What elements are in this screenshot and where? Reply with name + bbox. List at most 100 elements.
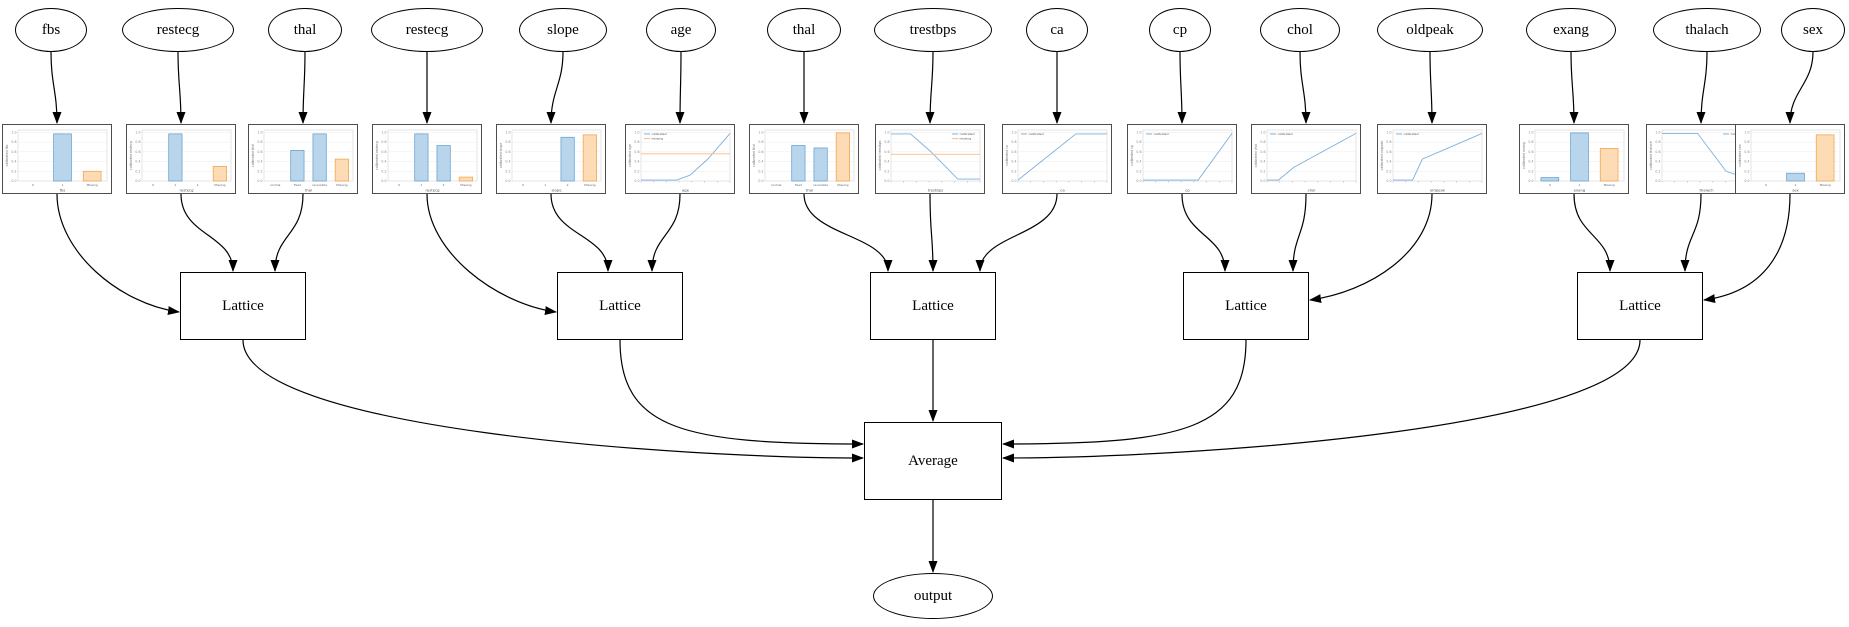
svg-text:0: 0: [152, 183, 154, 187]
svg-text:0.8: 0.8: [11, 140, 16, 144]
svg-text:0.2: 0.2: [11, 169, 16, 173]
svg-text:1.0: 1.0: [634, 130, 639, 134]
svg-text:chol: chol: [1307, 187, 1315, 192]
svg-text:0.8: 0.8: [381, 140, 386, 144]
svg-text:restecg: restecg: [425, 187, 440, 192]
svg-text:0.0: 0.0: [11, 179, 16, 183]
svg-text:calibrated: calibrated: [1153, 132, 1168, 136]
svg-text:reversible: reversible: [312, 183, 327, 187]
svg-text:1.0: 1.0: [381, 130, 386, 134]
edge-cal_thalach-to-lattice5: [1680, 193, 1702, 272]
svg-text:0.0: 0.0: [1136, 179, 1141, 183]
svg-text:calibrated ca: calibrated ca: [1005, 145, 1009, 166]
svg-text:0.0: 0.0: [884, 179, 889, 183]
svg-text:fbs: fbs: [59, 187, 65, 192]
svg-text:0: 0: [522, 183, 524, 187]
svg-text:0.6: 0.6: [505, 149, 510, 153]
svg-text:0.4: 0.4: [1136, 159, 1141, 163]
svg-text:0.2: 0.2: [505, 169, 510, 173]
feature-node-thal2: thal: [767, 8, 841, 52]
svg-text:1.0: 1.0: [1655, 130, 1660, 134]
svg-text:1.0: 1.0: [11, 130, 16, 134]
svg-text:0.4: 0.4: [758, 159, 763, 163]
svg-text:cp: cp: [1185, 187, 1190, 192]
svg-text:normal: normal: [770, 183, 781, 187]
feature-label: sex: [1803, 21, 1823, 38]
feature-label: slope: [547, 21, 579, 38]
feature-label: age: [670, 21, 692, 38]
svg-text:Missing: Missing: [336, 183, 347, 187]
svg-text:0.2: 0.2: [884, 169, 889, 173]
svg-text:0.6: 0.6: [11, 149, 16, 153]
svg-text:Missing: Missing: [214, 183, 225, 187]
svg-text:0.0: 0.0: [1011, 179, 1016, 183]
svg-text:exang: exang: [1573, 187, 1585, 192]
feature-node-slope: slope: [519, 8, 607, 52]
edge-thalach-to-cal_thalach: [1696, 51, 1708, 124]
svg-text:0.0: 0.0: [257, 179, 262, 183]
svg-text:0.4: 0.4: [1260, 159, 1265, 163]
edge-thal1-to-cal_thal1: [298, 51, 308, 124]
feature-label: restecg: [405, 21, 449, 38]
svg-text:calibrated cp: calibrated cp: [1130, 145, 1134, 166]
feature-node-trestbps: trestbps: [874, 8, 992, 52]
svg-text:0.6: 0.6: [381, 149, 386, 153]
edge-exang-to-cal_exang: [1569, 51, 1579, 124]
svg-text:0.8: 0.8: [758, 140, 763, 144]
svg-text:1.0: 1.0: [505, 130, 510, 134]
svg-text:1.0: 1.0: [257, 130, 262, 134]
svg-text:0.2: 0.2: [1386, 169, 1391, 173]
edge-sex-to-cal_sex: [1785, 51, 1814, 124]
svg-text:Missing: Missing: [86, 183, 97, 187]
svg-text:0.4: 0.4: [381, 159, 386, 163]
svg-text:calibrated thalach: calibrated thalach: [1649, 141, 1653, 170]
feature-label: trestbps: [909, 21, 957, 38]
edge-slope-to-cal_slope: [546, 51, 564, 124]
edge-lattice5-to-average: [1002, 339, 1641, 463]
svg-text:0.6: 0.6: [1386, 149, 1391, 153]
svg-text:0.6: 0.6: [1260, 149, 1265, 153]
lattice-node-3: Lattice: [870, 272, 996, 340]
svg-text:0.2: 0.2: [135, 169, 140, 173]
average-label: Average: [908, 452, 958, 469]
feature-label: fbs: [41, 21, 61, 38]
edge-cal_ca-to-lattice3: [975, 193, 1058, 272]
svg-text:1: 1: [1794, 183, 1796, 187]
svg-text:0.8: 0.8: [257, 140, 262, 144]
svg-text:calibrated: calibrated: [651, 132, 666, 136]
svg-text:calibrated thal: calibrated thal: [251, 143, 255, 166]
svg-text:1: 1: [61, 183, 63, 187]
svg-text:0.2: 0.2: [1260, 169, 1265, 173]
lattice-label: Lattice: [599, 297, 641, 314]
svg-text:1: 1: [420, 183, 422, 187]
edge-lattice2-to-average: [619, 339, 864, 449]
feature-node-oldpeak: oldpeak: [1377, 8, 1483, 52]
average-node: Average: [864, 422, 1002, 500]
output-node: output: [873, 573, 993, 619]
svg-text:thal: thal: [304, 187, 311, 192]
svg-text:0.4: 0.4: [1655, 159, 1660, 163]
svg-text:0.4: 0.4: [884, 159, 889, 163]
lattice-node-1: Lattice: [180, 272, 306, 340]
svg-text:calibrated sex: calibrated sex: [1738, 144, 1742, 167]
svg-text:Missing: Missing: [460, 183, 471, 187]
edge-cal_cp-to-lattice4: [1181, 193, 1230, 272]
feature-node-exang: exang: [1526, 8, 1616, 52]
svg-text:0.4: 0.4: [1744, 159, 1749, 163]
svg-text:0: 0: [31, 183, 33, 187]
feature-node-sex: sex: [1781, 8, 1845, 52]
svg-text:0.2: 0.2: [257, 169, 262, 173]
svg-text:sex: sex: [1792, 187, 1799, 192]
lattice-node-2: Lattice: [557, 272, 683, 340]
svg-text:calibrated thal: calibrated thal: [752, 143, 756, 166]
svg-text:oldpeak: oldpeak: [1429, 187, 1445, 192]
svg-text:calibrated chol: calibrated chol: [1254, 143, 1258, 167]
svg-text:Missing: Missing: [1603, 183, 1614, 187]
svg-text:0.4: 0.4: [1011, 159, 1016, 163]
svg-text:2: 2: [442, 183, 444, 187]
